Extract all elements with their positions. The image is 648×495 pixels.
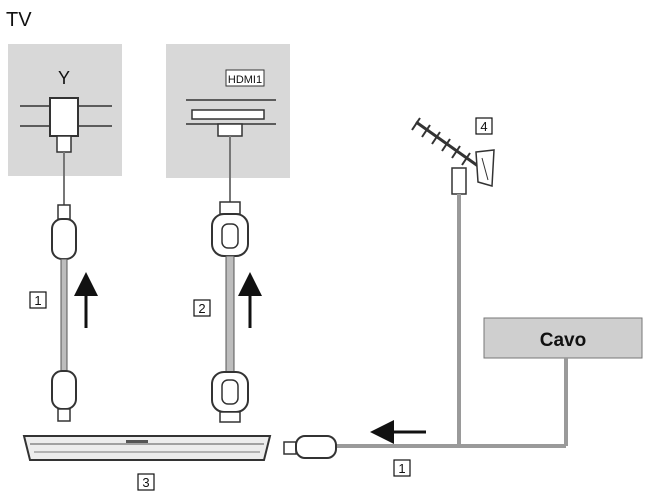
hdmi-cable [211, 136, 249, 423]
callout-4: 4 [475, 117, 493, 135]
cable-source-box: Cavo [483, 317, 643, 446]
cable-source-label: Cavo [540, 330, 586, 351]
callout-1-bottom: 1 [393, 459, 411, 477]
svg-text:1: 1 [34, 293, 41, 308]
antenna-port-icon: Υ [58, 68, 70, 88]
callout-2: 2 [193, 299, 211, 317]
feed-cable [283, 435, 566, 459]
aerial-cable-left [51, 152, 77, 422]
tv-title: TV [6, 9, 32, 31]
svg-text:1: 1 [398, 461, 405, 476]
rooftop-antenna-icon [411, 117, 495, 446]
callout-1-left: 1 [29, 291, 47, 309]
hdmi-port-label: HDMI1 [228, 74, 262, 86]
hdmi-socket [191, 109, 265, 120]
svg-text:2: 2 [198, 301, 205, 316]
coax-plug [295, 435, 337, 459]
svg-text:4: 4 [480, 119, 487, 134]
hdmi-input-panel: HDMI1 [166, 44, 290, 178]
set-top-box [22, 435, 272, 461]
callout-3: 3 [137, 473, 155, 491]
aerial-socket [49, 97, 79, 137]
svg-text:3: 3 [142, 475, 149, 490]
